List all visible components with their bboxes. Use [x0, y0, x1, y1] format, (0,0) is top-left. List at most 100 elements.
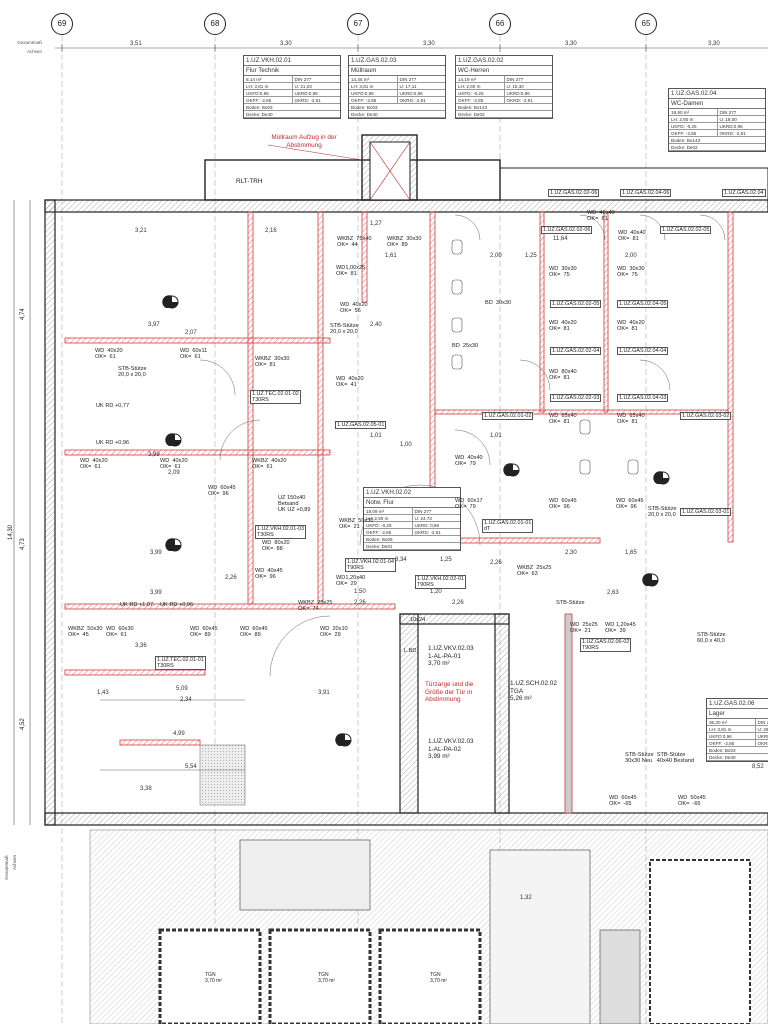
door-tag[interactable]: 1.UZ.GAS.02.02-05 [660, 226, 712, 234]
dimension-value: 3,99 [150, 590, 162, 596]
opening-label: WD 40x20 OK= 81 [549, 320, 577, 332]
room-name: 1-AL-PA-02 [428, 745, 461, 753]
dimension-value: 1,20 [430, 589, 442, 595]
door-tag[interactable]: 1.UZ.GAS.02.02-03 [550, 394, 602, 402]
opening-label: UZ 150x40 Betsand UK UZ +0,89 [278, 495, 311, 513]
stamp-boden: Boden: Bo03 [349, 104, 445, 111]
stamp-okrd: OKRD: -2,91 [503, 97, 553, 103]
axis-dimension: 3,30 [708, 41, 720, 47]
door-tag[interactable]: 1.UZ.GAS.02.02-04 [550, 347, 602, 355]
opening-label: WD 40x20 OK= 56 [340, 302, 368, 314]
door-tag[interactable]: 1.UZ.GAS.02.02-06 [541, 226, 593, 234]
room-code: 1.UZ.SCH.02.02 [510, 680, 557, 687]
room-code: 1.UZ.GAS.02.06 [707, 699, 768, 709]
door-tag[interactable]: 1.UZ.TEC.02.01-01 T30RS [155, 656, 206, 670]
axis-bubble: 66 [489, 13, 511, 35]
room-area: 5,26 m² [510, 695, 532, 702]
door-tag[interactable]: 1.UZ.GAS.02.04 [722, 189, 766, 197]
stamp-row: OKFF: -2,85 OKRD: -2,81 [707, 740, 768, 747]
room-code: 1.UZ.VKH.02.01 [244, 56, 340, 66]
door-tag[interactable]: 1.UZ.GAS.02.05-01 [335, 421, 387, 429]
door-tag[interactable]: 1.UZ.GAS.02.01-02 [482, 412, 534, 420]
dimension-value: 3,91 [318, 690, 330, 696]
stamp-boden: Boden: Bo03 [707, 747, 768, 754]
dimension-value: 3,99 [148, 452, 160, 458]
stamp-u: U: 17,11 [396, 83, 446, 89]
stamp-okff: OKFF: -2,85 [709, 740, 735, 746]
stamp-ukrd: UKRD: 0,96 [411, 522, 461, 528]
opening-label: WD 60x45 OK= 89 [240, 626, 268, 638]
door-tag[interactable]: 1.UZ.GAS.02.04-03 [617, 394, 669, 402]
stamp-ukfd: UKFD:0,96 [246, 90, 269, 96]
door-tag[interactable]: 1.UZ.GAS.02.03-01 [680, 508, 732, 516]
opening-label: BD 25x30 [452, 343, 479, 349]
opening-label: WD 40x20 OK= 61 [80, 458, 108, 470]
door-tag[interactable]: 1.UZ.GAS.02.04-04 [617, 347, 669, 355]
door-tag[interactable]: 1.UZ.GAS.02.06-02 T90RS [580, 638, 632, 652]
opening-label: WD1,00x25 OK= 81 [336, 265, 366, 277]
stamp-lh: LH: 2,60 m [671, 116, 694, 122]
dimension-value: 2,40 [370, 322, 382, 328]
door-tag[interactable]: 1.UZ.GAS.02.02-05 [550, 300, 602, 308]
stamp-u: U: 15,30 [503, 83, 553, 89]
stamp-boden: Boden: Bo03 [244, 104, 340, 111]
side-dimension: 4,52 [20, 718, 26, 730]
door-tag[interactable]: 1.UZ.GAS.02.04-05 [617, 300, 669, 308]
dimension-value: 2,00 [625, 253, 637, 259]
door-tag[interactable]: 1.UZ.GAS.02.02-06 [548, 189, 600, 197]
stamp-din: DIN 277 [754, 719, 768, 725]
door-tag[interactable]: 1.UZ.GAS.02.01-01 dT [482, 519, 534, 533]
room-name: WC-Damen [669, 99, 765, 109]
stamp-area: 19,90 m² [671, 109, 690, 115]
dimension-line [13, 44, 768, 825]
stamp-area: 18,09 m² [366, 508, 385, 514]
opening-label: WD 40x20 OK= 61 [160, 458, 188, 470]
opening-label: WD 80x40 OK= 81 [549, 369, 577, 381]
dimension-value: 1,25 [525, 253, 537, 259]
dimension-value: 1,00 [400, 442, 412, 448]
opening-label: UK RD +0,77 [96, 403, 130, 409]
stamp-ukfd: UKFD:0,96 [709, 733, 732, 739]
door-tag[interactable]: 1.UZ.VKH.02.01-03 T30RS [255, 525, 307, 539]
room-name: TGA [510, 687, 524, 695]
dimension-value: 1,01 [490, 433, 502, 439]
door-tag[interactable]: 1.UZ.VKH.02.01-04 T90RS [345, 558, 397, 572]
level-markers [162, 295, 670, 747]
opening-label: WD 40x40 OK= 81 [587, 210, 615, 222]
opening-label: WD 65x40 OK= 81 [549, 413, 577, 425]
new-walls-red [64, 211, 734, 814]
stamp-ukrd: UKRD:0,96 [396, 90, 446, 96]
stamp-okrd: OKRD: -2,81 [754, 740, 768, 746]
stamp-ukrd: UKRD:0,96 [754, 733, 768, 739]
dimension-value: 2,07 [185, 330, 197, 336]
door-tag[interactable]: 1.UZ.TEC.02.01-02 T30RS [250, 390, 301, 404]
opening-label: WD 60x11 OK= 61 [180, 348, 208, 360]
room-name: Lager [707, 709, 768, 719]
side-dimension: 14,30 [8, 524, 14, 540]
opening-label: WD 20x10 OK= 29 [320, 626, 348, 638]
stamp-lh: LH: 2,60 m [366, 515, 389, 521]
dimension-value: 4,99 [173, 731, 185, 737]
opening-label: WKBZ 25x25 OK= 74 [298, 600, 333, 612]
stamp-okrd: OKRD: -2,91 [396, 97, 446, 103]
door-tag[interactable]: 1.UZ.GAS.02.03-02 [680, 412, 732, 420]
room-name: Notw. Flur [364, 498, 460, 508]
door-tag[interactable]: 1.UZ.GAS.02.04-06 [620, 189, 672, 197]
opening-label: STB-Stütze STB-Stütze 30x30 Neu 40x40 Be… [625, 752, 695, 764]
dimension-value: 11,64 [553, 236, 568, 242]
door-tag[interactable]: 1.UZ.VKH.02.02-01 T90RS [415, 575, 467, 589]
stamp-ukfd: UKFD:0,96 [351, 90, 374, 96]
